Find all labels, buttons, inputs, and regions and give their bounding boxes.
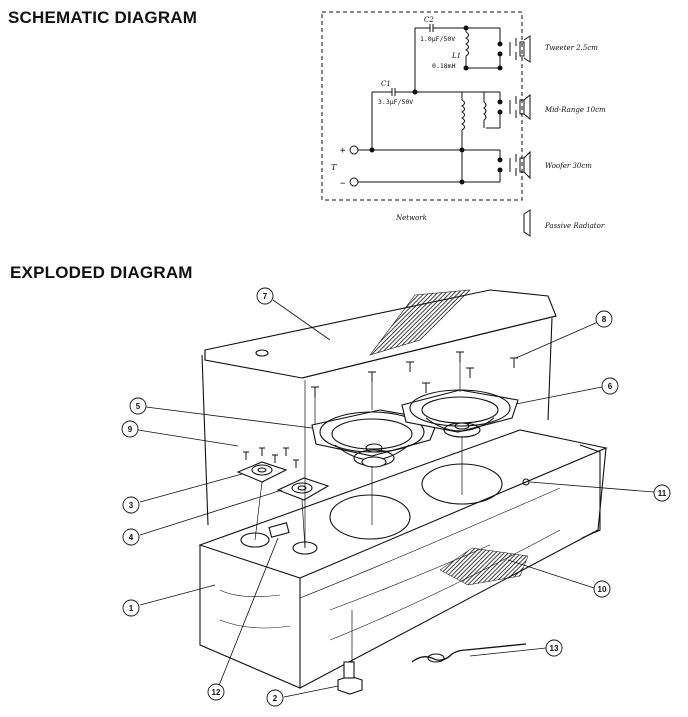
tweeter-part-3 [236,461,288,483]
cabinet-side-shading [439,547,529,586]
screw-set-part-8 [243,351,518,468]
callout-number: 12 [212,688,221,697]
callout-6: 6 [601,377,619,395]
callout-number: 2 [273,694,278,703]
terminal-label: T [331,163,337,172]
callout-number: 4 [129,533,134,542]
callout-8: 8 [595,310,613,328]
top-panel-hole [255,349,269,357]
cabinet-end-panel [579,444,601,539]
tweeter-label: Tweeter 2.5cm [545,44,598,52]
tweeter-symbol [509,35,531,63]
cabinet-base-part-1 [198,429,608,689]
midrange-symbol [509,93,531,121]
junction-dot [463,25,469,31]
callout-number: 9 [128,425,133,434]
callout-3: 3 [122,496,140,514]
c1-value: 3.3μF/50V [378,98,413,106]
exploded-diagram [198,289,608,695]
tweeter-node-plus [497,41,503,47]
callout-4: 4 [122,528,140,546]
callout-number: 1 [129,604,134,613]
junction-dot [369,147,375,153]
input-terminal-minus [349,177,359,187]
inductor-coil [483,101,487,121]
callout-number: 13 [550,644,559,653]
top-panel-part-7 [201,289,557,526]
junction-dot [412,89,418,95]
c2-label: C2 [424,16,434,24]
terminal-minus-sign: − [340,179,346,189]
callout-1: 1 [122,599,140,617]
terminal-part-2 [337,661,363,695]
callout-13: 13 [545,639,563,657]
woofer-node-minus [497,167,503,173]
input-terminal-plus [349,145,359,155]
exploded-diagram-title: EXPLODED DIAGRAM [10,263,193,282]
terminal-cutout-part-12 [268,522,290,538]
assembly-guide-lines [254,362,463,670]
callout-number: 11 [658,489,667,498]
schematic-diagram-title: SCHEMATIC DIAGRAM [8,8,198,27]
junction-dot [459,147,465,153]
c1-label: C1 [381,80,391,88]
network-boundary [321,11,523,201]
callout-11: 11 [653,484,671,502]
callout-7: 7 [256,287,274,305]
callout-5: 5 [129,397,147,415]
junction-dot [497,65,503,71]
woofer-cutout [329,494,411,540]
callout-10: 10 [593,580,611,598]
callout-number: 5 [136,402,141,411]
junction-dot [463,65,469,71]
woofer-symbol [509,150,531,180]
midrange-node-plus [497,99,503,105]
terminal-plus-sign: + [340,146,346,156]
passive-radiator-port-part-11 [522,478,530,486]
callout-leaders [137,299,655,698]
passive-radiator-label: Passive Radiator [544,222,605,230]
l1-label: L1 [451,52,461,60]
junction-dot [459,179,465,185]
speaker-cord-part-13 [411,643,527,663]
woofer-label: Woofer 30cm [545,162,592,170]
midrange-label: Mid-Range 10cm [544,106,606,114]
callout-number: 10 [598,585,607,594]
callout-markers: 7 5 9 3 4 8 6 11 [121,287,671,707]
tweeter-part-4 [276,477,330,501]
woofer-node-plus [497,157,503,163]
callout-2: 2 [266,689,284,707]
schematic-diagram [321,11,531,237]
passive-radiator-symbol [523,209,531,237]
l1-value: 0.18mH [432,62,456,70]
l1-inductor-coil [465,31,469,57]
network-label: Network [395,214,427,222]
top-panel-shading [369,289,471,356]
callout-9: 9 [121,420,139,438]
inductor-coil [461,99,465,131]
callout-number: 6 [608,382,613,391]
callout-number: 7 [263,292,268,301]
callout-number: 3 [129,501,134,510]
c2-value: 1.0μF/50V [420,35,455,43]
callout-12: 12 [207,683,225,701]
tweeter-node-minus [497,51,503,57]
tweeter-cutout [240,532,270,548]
callout-number: 8 [602,315,607,324]
